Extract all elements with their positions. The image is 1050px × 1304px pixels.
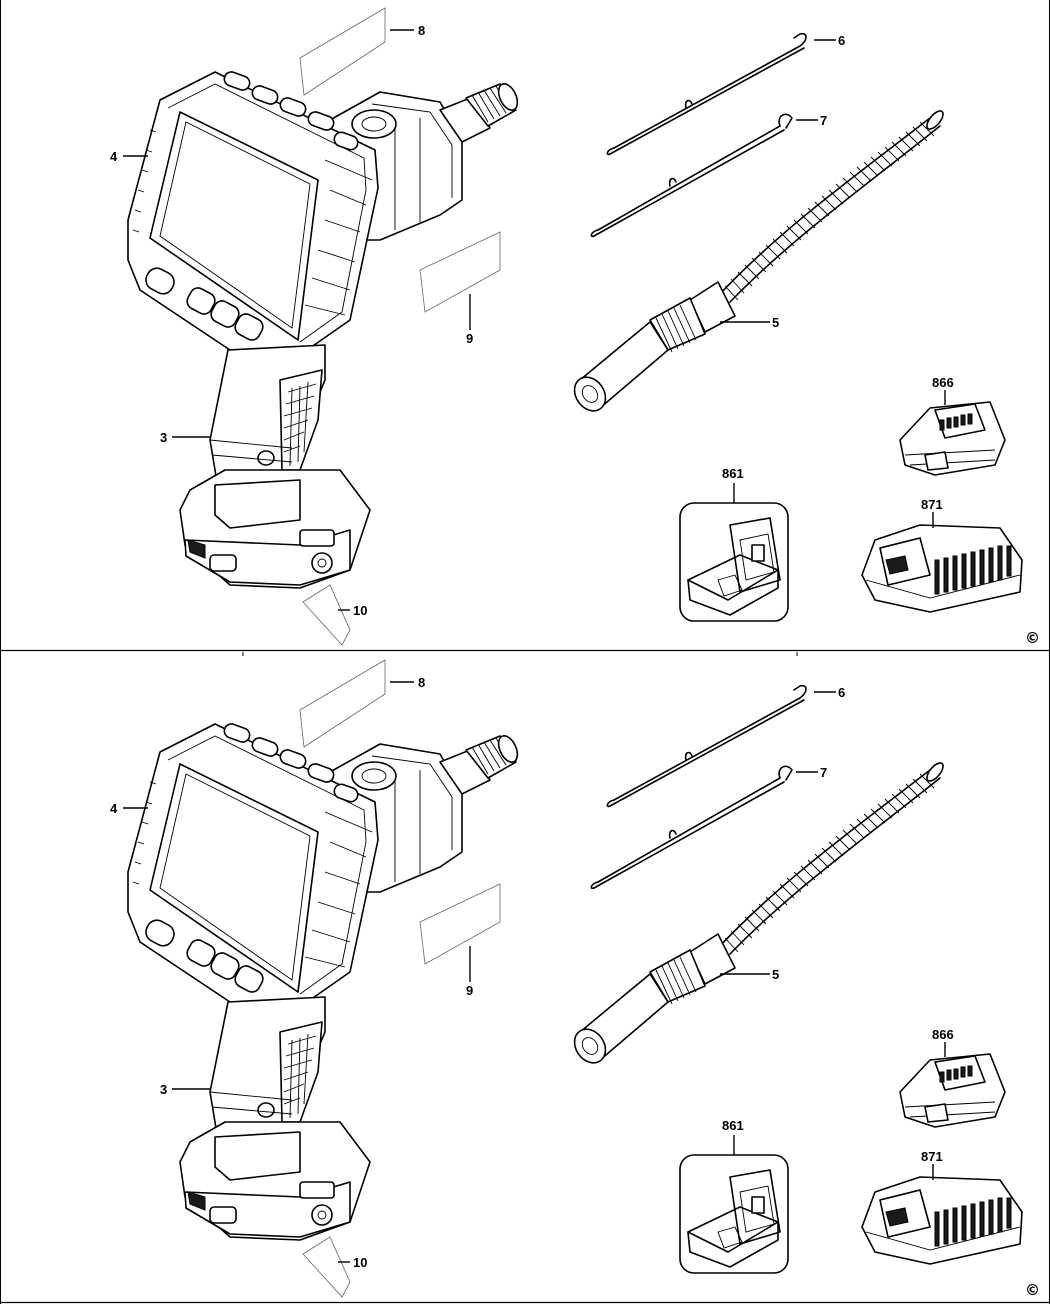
diagram-panel-bottom: 8 6 7 5 4 3 9 10 861 866 871 © — [0, 652, 1050, 1304]
callout-10: 10 — [353, 1255, 367, 1270]
label-sticker-8 — [299, 659, 386, 748]
callout-5: 5 — [772, 967, 779, 982]
callout-3: 3 — [160, 1082, 167, 1097]
callout-3: 3 — [160, 430, 167, 445]
callout-6: 6 — [838, 33, 845, 48]
battery-charger-drawing — [861, 1176, 1023, 1265]
battery-pack-drawing — [899, 401, 1006, 476]
callout-4: 4 — [110, 149, 118, 164]
callout-6: 6 — [838, 685, 845, 700]
label-sticker-10 — [302, 584, 351, 646]
hook-part-6 — [606, 32, 807, 156]
carry-case-drawing — [679, 502, 789, 622]
battery-charger-drawing — [861, 524, 1023, 613]
callout-5: 5 — [772, 315, 779, 330]
callout-871: 871 — [921, 497, 943, 512]
battery-pack-drawing — [899, 1053, 1006, 1128]
callout-4: 4 — [110, 801, 118, 816]
callout-861: 861 — [722, 466, 744, 481]
leader-lines — [123, 681, 946, 1263]
callout-10: 10 — [353, 603, 367, 618]
callout-7: 7 — [820, 765, 827, 780]
callout-861: 861 — [722, 1118, 744, 1133]
callout-866: 866 — [932, 1027, 954, 1042]
inspection-camera-drawing — [127, 71, 519, 589]
hook-part-7 — [590, 765, 793, 890]
label-sticker-9 — [419, 883, 501, 965]
label-sticker-9 — [419, 231, 501, 313]
callout-9: 9 — [466, 331, 473, 346]
diagram-panel-top: 8 6 7 5 4 3 9 10 861 866 871 © — [0, 0, 1050, 652]
callout-8: 8 — [418, 23, 425, 38]
label-sticker-8 — [299, 7, 386, 96]
camera-probe-drawing — [573, 110, 944, 412]
camera-probe-drawing — [573, 762, 944, 1064]
hook-part-6 — [606, 684, 807, 808]
callout-866: 866 — [932, 375, 954, 390]
carry-case-drawing — [679, 1154, 789, 1274]
hook-part-7 — [590, 113, 793, 238]
callout-7: 7 — [820, 113, 827, 128]
label-sticker-10 — [302, 1236, 351, 1298]
callout-871: 871 — [921, 1149, 943, 1164]
callout-9: 9 — [466, 983, 473, 998]
inspection-camera-drawing — [127, 723, 519, 1241]
leader-lines — [123, 29, 946, 611]
copyright-mark: © — [1025, 629, 1040, 647]
copyright-mark: © — [1025, 1281, 1040, 1299]
callout-8: 8 — [418, 675, 425, 690]
